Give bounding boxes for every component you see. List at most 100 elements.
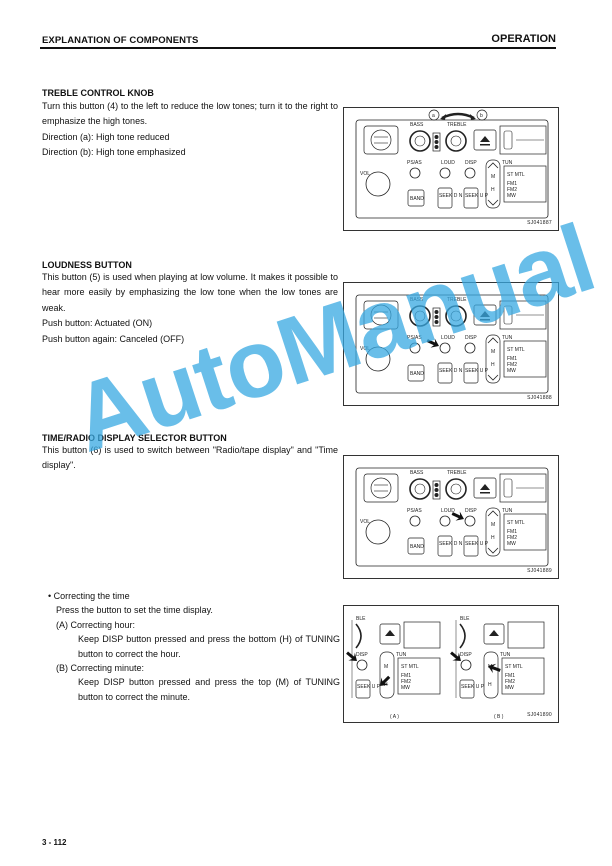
knob-partial [355,623,362,649]
vol-label: VOL [360,171,370,177]
correcting-text: • Correcting the time Press the button t… [48,589,340,704]
ble-label: BLE [356,616,366,622]
eject-icon [480,311,490,321]
treble-knob [445,305,467,327]
treble-knob-inner [450,483,462,495]
correcting-bullet: • Correcting the time [48,591,130,601]
switch-dot [434,145,439,149]
vol-knob [365,519,391,545]
seek-up-button [355,679,371,699]
header-rule [40,47,556,49]
loudness-line-3: Push button again: Canceled (OFF) [42,333,185,344]
band-label: BAND [410,371,424,377]
treble-line-1: Turn this button (4) to the left to redu… [42,101,338,127]
tape-slot [499,125,547,155]
tape-slot [403,621,441,649]
mw-label: MW [507,368,516,374]
treble-knob [445,478,467,500]
tuning-button [485,507,501,557]
switch-dot [434,140,439,144]
tuning-button [379,651,395,699]
eject-button [483,623,505,645]
loud-label: LOUD [441,508,455,514]
band-button [407,364,425,382]
treble-label: TREBLE [447,297,467,303]
switch-dot [434,315,439,319]
fm2-label: FM2 [507,362,517,368]
loud-label: LOUD [441,335,455,341]
switch-dot [434,135,439,139]
display-fig-code: SJ041889 [527,568,552,574]
treble-knob-inner [450,310,462,322]
loudness-body: This button (5) is used when playing at … [42,270,338,347]
disp-button [464,167,476,179]
tuning-m-label: M [491,522,495,528]
panel-label: ( A ) [390,714,399,720]
bass-label: BASS [410,470,424,476]
page-number: 3 - 112 [42,838,67,847]
treble-knob [445,130,467,152]
fm1-label: FM1 [505,673,515,679]
st-mtl-label: ST MTL [507,520,525,526]
seek-dn-label: SEEK D N [439,368,463,374]
treble-fig-code: SJ041887 [527,220,552,226]
loud-label: LOUD [441,160,455,166]
disp-button [464,342,476,354]
tuning-h-label: H [488,682,492,688]
display-title: TIME/RADIO DISPLAY SELECTOR BUTTON [42,433,227,443]
slot-frame [363,125,399,155]
direction-arc [441,112,475,120]
tuning-button [485,334,501,384]
disp-label: DISP [356,652,368,658]
eject-icon [489,630,499,636]
loud-button [439,342,451,354]
tape-slot [499,473,547,503]
tuning-down-chevron [487,374,499,381]
loudness-title: LOUDNESS BUTTON [42,260,132,270]
psas-label: PS/AS [407,335,422,341]
loudness-line-2: Push button: Actuated (ON) [42,318,153,329]
psas-label: PS/AS [407,160,422,166]
st-mtl-label: ST MTL [505,664,523,670]
seek-up-button [463,187,479,209]
bass-label: BASS [410,297,424,303]
display-window [397,657,441,695]
bass-label: BASS [410,122,424,128]
loud-arrow [426,338,439,348]
seek-dn-label: SEEK D N [439,193,463,199]
tuning-arrow [380,675,391,686]
band-button [407,189,425,207]
bass-knob-inner [414,310,426,322]
tuning-button [483,651,499,699]
st-mtl-label: ST MTL [401,664,419,670]
switch-dot [434,310,439,314]
tape-slot [499,300,547,330]
band-button [407,537,425,555]
loudness-fig-code: SJ041888 [527,395,552,401]
treble-line-3: Direction (b): High tone emphasized [42,147,186,158]
seek-dn-label: SEEK D N [439,541,463,547]
fm2-label: FM2 [401,679,411,685]
treble-title: TREBLE CONTROL KNOB [42,88,154,98]
switch-dot [434,483,439,487]
fm1-label: FM1 [507,529,517,535]
seek-dn-button [437,187,453,209]
mw-label: MW [507,193,516,199]
psas-label: PS/AS [407,508,422,514]
seek-up-label: SEEK U P [461,684,485,690]
seek-up-label: SEEK U P [465,541,489,547]
seek-dn-button [437,362,453,384]
disp-arrow [450,651,461,661]
disp-label: DISP [460,652,472,658]
loudness-line-1: This button (5) is used when playing at … [42,272,338,313]
fm1-label: FM1 [507,181,517,187]
tuning-m-label: M [384,664,388,670]
header-left: EXPLANATION OF COMPONENTS [42,35,199,46]
eject-icon [480,484,490,494]
tuning-m-label: M [491,174,495,180]
bass-knob-inner [414,135,426,147]
ble-label: BLE [460,616,470,622]
disp-label: DISP [465,335,477,341]
